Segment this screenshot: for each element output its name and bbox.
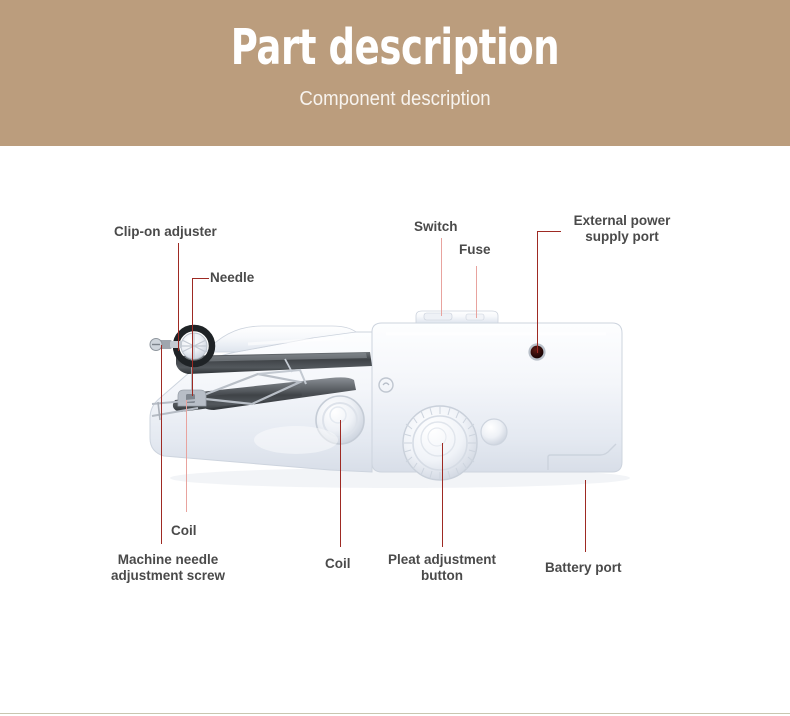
callout-label-fuse: Fuse [459,242,491,257]
callout-label-coil-upper: Coil [171,523,197,538]
leader-line-clip-on-adjuster [178,243,180,351]
leader-line-machine-screw [161,345,163,544]
leader-line-pleat-adjustment [442,443,444,547]
bottom-divider [0,713,790,714]
leader-line-fuse [476,266,478,318]
callout-label-external-power-line1: External power [573,213,671,228]
callout-label-needle: Needle [210,270,255,285]
leader-line-coil-lower [340,420,342,547]
callout-label-machine-screw-line2: adjustment screw [110,568,226,583]
callout-label-battery-port: Battery port [545,560,622,575]
callout-label-pleat-adjustment: Pleat adjustment button [372,552,512,584]
callout-label-clip-on-adjuster: Clip-on adjuster [114,224,217,239]
leader-elbow-needle [192,278,209,280]
callout-label-machine-screw-line1: Machine needle [117,552,219,567]
callout-label-pleat-adjustment-line1: Pleat adjustment [387,552,497,567]
leader-line-needle [192,278,194,396]
leader-line-switch [441,238,443,316]
callout-label-switch: Switch [414,219,458,234]
callout-label-pleat-adjustment-line2: button [421,568,463,583]
page-title: Part description [230,19,560,76]
callout-label-external-power: External power supply port [552,213,692,245]
callout-label-external-power-line2: supply port [585,229,659,244]
callout-label-coil-lower: Coil [325,556,351,571]
leader-elbow-external-power [537,231,561,233]
page-header-banner: Part description Component description [0,0,790,146]
page-subtitle: Component description [299,88,491,110]
leader-line-battery-port [585,480,587,552]
leader-line-external-power [537,231,539,353]
leader-line-coil-upper [186,400,188,512]
callout-label-machine-screw: Machine needle adjustment screw [92,552,244,584]
